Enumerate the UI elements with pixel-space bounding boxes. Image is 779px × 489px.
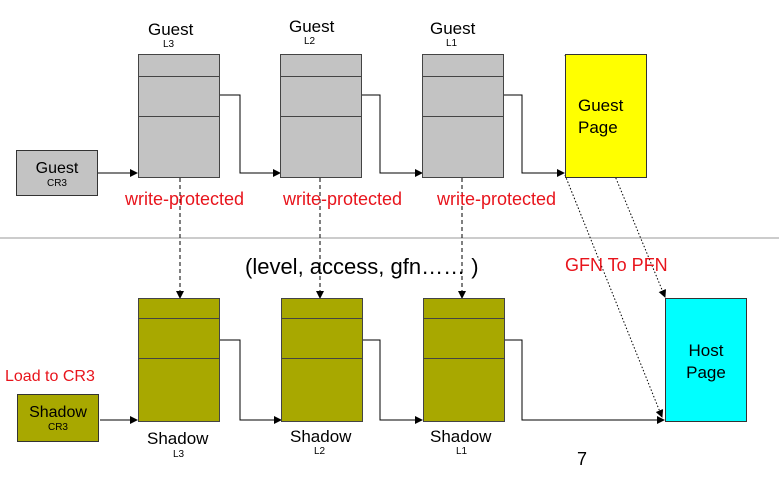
write-protected-label-l1: write-protected (437, 189, 557, 209)
shadow-cr3-box: Shadow CR3 (17, 394, 99, 442)
shadow-cr3-sub: CR3 (47, 422, 68, 433)
write-protected-label-l3: write-protected (125, 189, 245, 209)
guest-l2-to-l1-arrow (362, 94, 423, 177)
guest-l2-title: Guest (289, 17, 335, 36)
guest-page-line1: Guest (578, 96, 624, 115)
shadow-l2-table (281, 298, 363, 422)
guest-l3-to-l2-arrow (220, 94, 281, 177)
host-page-box: Host Page (665, 298, 747, 422)
guest-l3-level: L3 (163, 39, 175, 50)
shadow-l3-table (138, 298, 220, 422)
guest-page-box: Guest Page (565, 54, 647, 178)
shadow-l1-table (423, 298, 505, 422)
guest-cr3-box: Guest CR3 (16, 150, 98, 196)
load-to-cr3-label: Load to CR3 (5, 368, 95, 385)
host-page-line2: Page (686, 363, 726, 382)
shadow-l2-title: Shadow (290, 427, 352, 446)
shadow-l3-to-l2-arrow (220, 339, 282, 424)
guest-cr3-sub: CR3 (46, 178, 67, 189)
shadow-l3-level: L3 (173, 449, 185, 460)
guest-l2-table (280, 54, 362, 178)
guest-l1-to-page-arrow (504, 94, 565, 177)
write-protected-label-l2: write-protected (283, 189, 403, 209)
shadow-l2-to-l1-arrow (362, 339, 423, 424)
page-number: 7 (577, 449, 588, 469)
shadow-l1-title: Shadow (430, 427, 492, 446)
guest-l3-table (138, 54, 220, 178)
guest-l2-level: L2 (304, 36, 316, 47)
host-page-line1: Host (688, 341, 724, 360)
tuple-label: (level, access, gfn…… ) (245, 254, 479, 279)
guest-l3-title: Guest (148, 20, 194, 39)
guest-l1-level: L1 (446, 38, 458, 49)
guest-l1-table (422, 54, 504, 178)
guest-page-line2: Page (578, 118, 618, 137)
gfn-to-pfn-label: GFN To PFN (565, 255, 668, 275)
guest-l1-title: Guest (430, 19, 476, 38)
shadow-l1-level: L1 (456, 446, 468, 457)
gfn-to-pfn-dotted-2 (564, 174, 664, 418)
guest-cr3-title: Guest (35, 160, 79, 177)
shadow-l1-to-host-arrow (504, 339, 665, 424)
shadow-l3-title: Shadow (147, 429, 209, 448)
shadow-l2-level: L2 (314, 446, 326, 457)
shadow-cr3-title: Shadow (29, 404, 87, 421)
